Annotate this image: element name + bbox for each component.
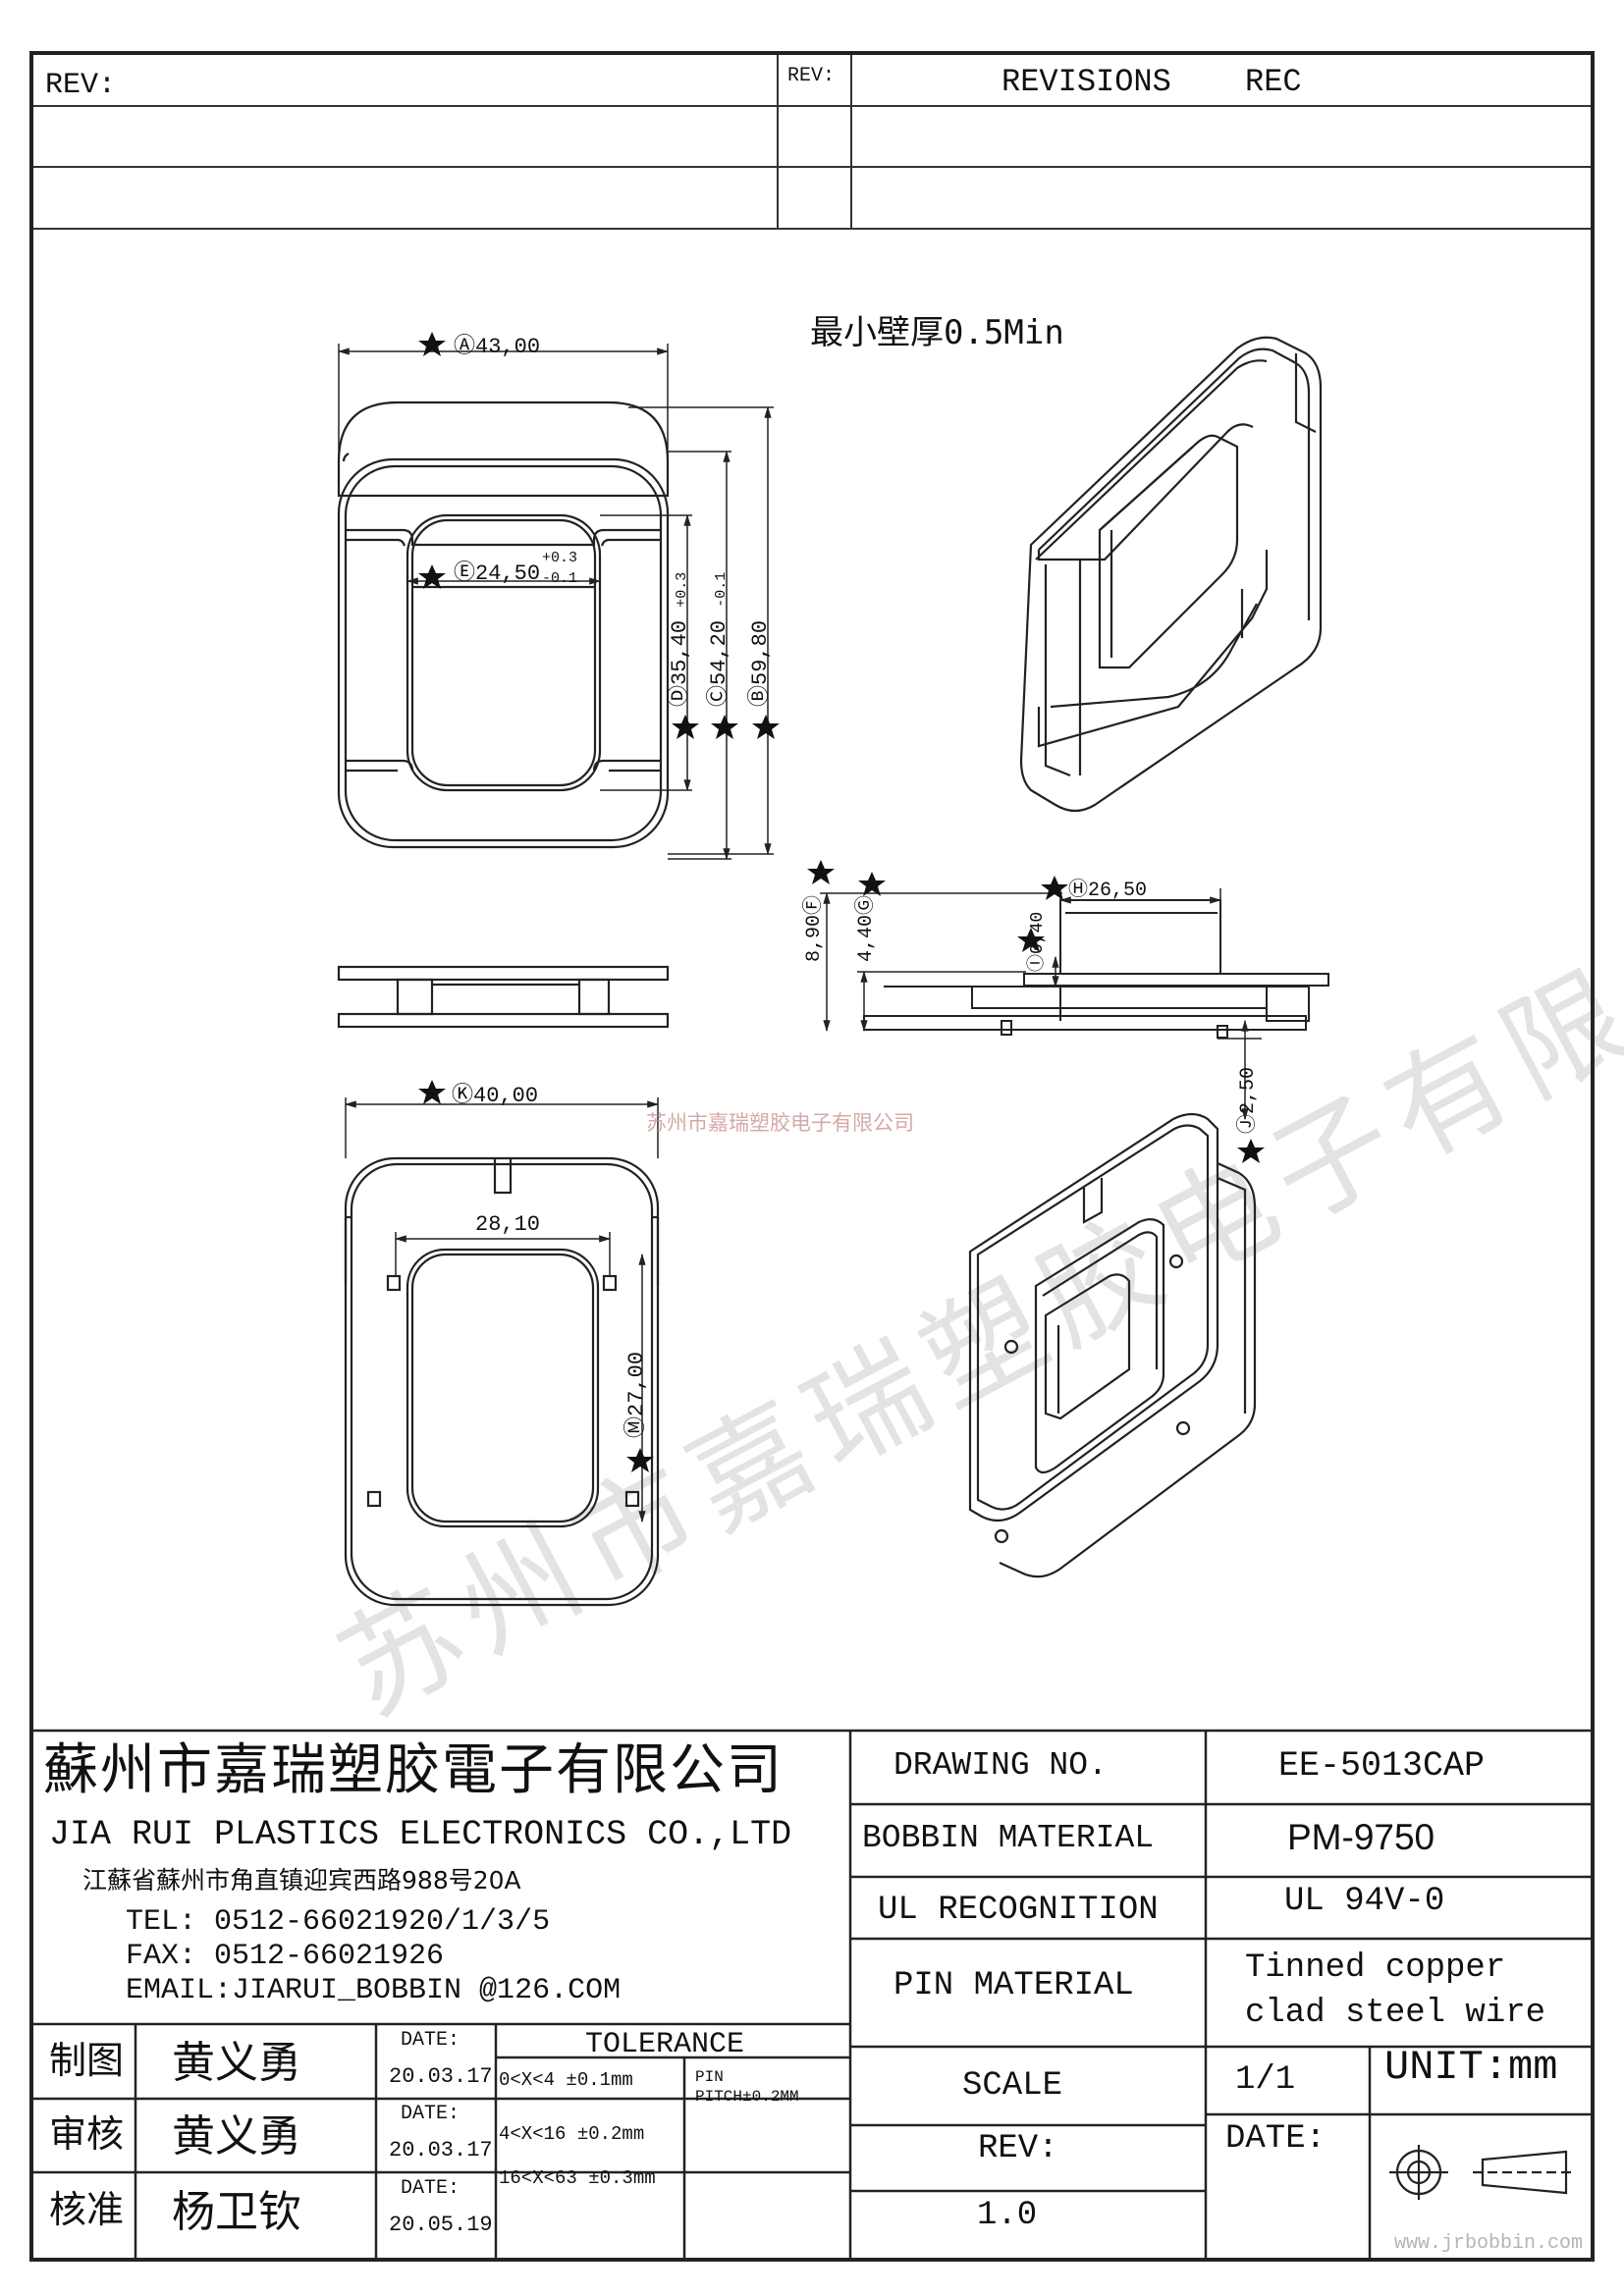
dim-e-tol-minus: -0.1 [542,570,578,587]
revisions-label: REVISIONS [1001,64,1171,100]
pin-material-label: PIN MATERIAL [893,1967,1134,2004]
signoff-name-reviewed: 黄义勇 [172,2111,301,2162]
side-view-left [337,965,670,1029]
date-label: DATE: [1225,2120,1326,2158]
tolerance-row-3: 16<X<63 ±0.3mm [499,2167,656,2189]
company-en: JIA RUI PLASTICS ELECTRONICS CO.,LTD [49,1815,792,1854]
ul-recognition-label: UL RECOGNITION [878,1892,1159,1929]
dim-h: Ⓗ26,50 [1068,880,1148,902]
footer-url: www.jrbobbin.com [1394,2232,1584,2255]
rev-left-label: REV: [45,69,117,102]
signoff-role-approved: 核准 [49,2188,125,2231]
tolerance-row-2: 4<X<16 ±0.2mm [499,2123,645,2145]
dim-k: Ⓚ40,00 [452,1084,539,1108]
company-tel: TEL: 0512-66021920/1/3/5 [126,1905,551,1939]
drawing-no-label: DRAWING NO. [893,1747,1108,1784]
signoff-name-approved: 杨卫钦 [172,2187,301,2237]
front-view [337,400,670,849]
min-wall-thickness-note: 最小壁厚0.5Min [810,313,1064,352]
rev-mid-label: REV: [787,65,836,87]
signoff-date-drawn: 20.03.17 [389,2064,493,2089]
drawing-no: EE-5013CAP [1278,1746,1486,1786]
signoff-date-reviewed: 20.03.17 [389,2138,493,2163]
dim-e: Ⓔ24,50 [454,561,541,586]
company-address: 江蘇省蘇州市角直镇迎宾西路988号20A [82,1866,521,1895]
signoff-date-label-reviewed: DATE: [401,2103,460,2125]
rev-value: 1.0 [977,2197,1038,2234]
pin-pitch-line1: PIN [695,2068,724,2086]
signoff-date-label-drawn: DATE: [401,2029,460,2052]
bobbin-material-label: BOBBIN MATERIAL [862,1820,1155,1856]
drawing-frame [29,51,1595,2262]
signoff-role-reviewed: 审核 [49,2112,125,2156]
dim-e-tol-plus: +0.3 [542,550,578,566]
ul-recognition-value: UL 94V-0 [1284,1883,1445,1920]
company-cn: 蘇州市嘉瑞塑胶電子有限公司 [43,1738,784,1802]
signoff-date-approved: 20.05.19 [389,2213,493,2237]
isometric-view-bottom [968,1112,1257,1578]
tolerance-label: TOLERANCE [585,2028,745,2061]
scale-label: SCALE [962,2067,1063,2105]
company-email: EMAIL:JIARUI_BOBBIN @126.COM [126,1974,622,2007]
unit-label: UNIT:mm [1384,2044,1558,2091]
watermark-center: 苏州市嘉瑞塑胶电子有限公司 [646,1111,914,1135]
bottom-view [344,1156,660,1607]
scale-value: 1/1 [1235,2061,1296,2099]
rec-label: REC [1245,64,1302,100]
isometric-view-top [1019,336,1323,813]
company-fax: FAX: 0512-66021926 [126,1940,445,1973]
signoff-date-label-approved: DATE: [401,2177,460,2200]
pin-material-line1: Tinned copper [1245,1949,1506,1987]
dim-l: 28,10 [475,1212,541,1237]
signoff-role-drawn: 制图 [49,2039,125,2082]
rev-label: REV: [978,2130,1058,2167]
pin-material-line2: clad steel wire [1245,1995,1546,2032]
critical-dimension-stars [418,332,1265,1472]
pin-pitch-line2: PITCH±0.2MM [695,2088,799,2106]
tolerance-row-1: 0<X<4 ±0.1mm [499,2069,633,2091]
projection-symbol [1389,2145,1576,2200]
bobbin-material: PM-9750 [1287,1817,1435,1857]
signoff-name-drawn: 黄义勇 [172,2038,301,2088]
dim-a: Ⓐ43,00 [454,335,541,359]
